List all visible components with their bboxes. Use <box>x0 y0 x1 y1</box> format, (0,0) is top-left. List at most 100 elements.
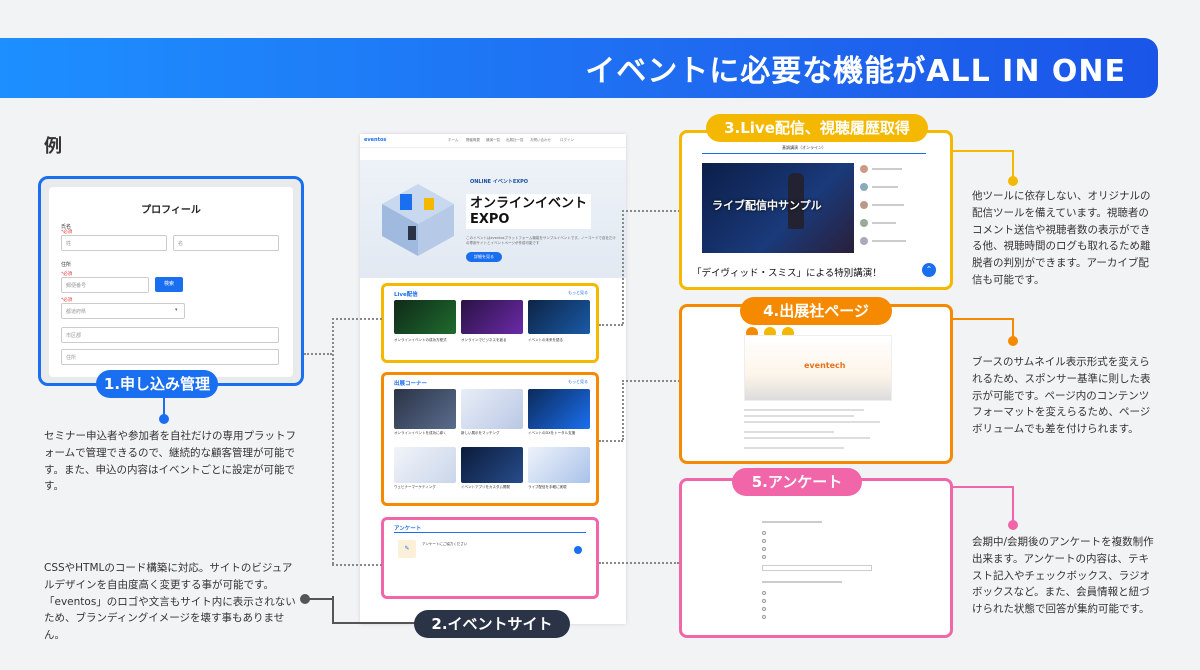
connector-dot <box>159 414 169 424</box>
nav-link[interactable]: ホーム <box>448 138 459 142</box>
survey-description: 会期中/会期後のアンケートを複数制作出来ます。アンケートの内容は、テキスト記入や… <box>972 536 1154 616</box>
live-thumbnail[interactable] <box>394 300 456 334</box>
nav-link[interactable]: ログイン <box>560 138 574 142</box>
hero-title-line: EXPO <box>470 211 510 227</box>
checkbox-option[interactable] <box>762 591 766 595</box>
radio-option[interactable] <box>762 539 766 543</box>
text-line <box>744 437 870 439</box>
exhibitor-page-description: ブースのサムネイル表示形式を変えられるため、スポンサー基準に則した表示が可能です… <box>972 356 1151 436</box>
checkbox-option[interactable] <box>762 615 766 619</box>
video-player[interactable]: ライブ配信中サンプル <box>702 163 854 253</box>
prefecture-select[interactable]: 都道府県 <box>61 303 185 319</box>
hero-title: オンラインイベント EXPO <box>466 194 592 230</box>
exhibitor-caption: オンラインイベントを成功に導く <box>394 431 447 435</box>
radio-option[interactable] <box>762 531 766 535</box>
connector-dotted <box>622 380 624 440</box>
live-thumbnail[interactable] <box>528 300 590 334</box>
connector-dot <box>1008 336 1018 346</box>
live-caption: オンラインイベントの成功方程式 <box>394 338 447 342</box>
checkbox-option[interactable] <box>762 599 766 603</box>
chevron-down-icon: ▾ <box>175 307 178 313</box>
isometric-booth-illustration <box>382 184 454 256</box>
radio-option[interactable] <box>762 555 766 559</box>
connector-dotted <box>332 318 382 320</box>
name-label: 氏名 <box>61 224 72 230</box>
section-heading: 出展コーナー <box>394 381 428 387</box>
city-input[interactable]: 市区郡 <box>61 327 279 343</box>
connector-dot <box>1008 176 1018 186</box>
live-streaming-label: 3.Live配信、視聴履歴取得 <box>706 114 928 142</box>
hero-button[interactable]: 詳細を見る <box>466 252 502 262</box>
avatar <box>860 165 868 173</box>
survey-icon: ✎ <box>398 540 416 558</box>
avatar <box>860 237 868 245</box>
text-line <box>744 447 844 449</box>
application-management-panel: プロフィール 氏名 *必須 姓 名 住所 *必須 郵便番号 検索 *必須 都道府… <box>38 176 304 386</box>
survey-text: アンケートにご協力ください <box>422 542 468 546</box>
first-name-input[interactable]: 名 <box>173 235 279 251</box>
nav-link[interactable]: お問い合わせ <box>530 138 551 142</box>
live-caption: イベントの未来を語る <box>528 338 563 342</box>
connector-dotted <box>332 564 382 566</box>
connector-dotted <box>304 353 332 355</box>
stream-tab[interactable]: 基調講演（オンライン） <box>782 145 826 150</box>
connector-line <box>332 622 416 624</box>
connector-dot <box>300 594 310 604</box>
text-answer-input[interactable] <box>762 565 872 571</box>
live-streaming-panel: 基調講演（オンライン） ライブ配信中サンプル 「デイヴィッド・スミス」による特別… <box>679 130 953 290</box>
last-name-input[interactable]: 姓 <box>61 235 167 251</box>
avatar <box>860 219 868 227</box>
exhibitor-caption: ウェビナーマーケティング <box>394 485 436 489</box>
avatar <box>860 201 868 209</box>
chevron-up-icon[interactable]: ⌃ <box>922 263 936 277</box>
live-thumbnail[interactable] <box>461 300 523 334</box>
form-title: プロフィール <box>141 205 201 216</box>
exhibitor-banner[interactable] <box>744 335 892 401</box>
nav-link[interactable]: 講演一覧 <box>486 138 500 142</box>
section-heading: アンケート <box>394 526 422 532</box>
live-streaming-description: 他ツールに依存しない、オリジナルの配信ツールを備えています。視聴者のコメント送信… <box>972 190 1151 286</box>
survey-panel <box>679 478 953 638</box>
connector-line <box>163 398 165 416</box>
address-search-button[interactable]: 検索 <box>155 277 183 292</box>
connector-dotted <box>622 210 624 324</box>
exhibitor-thumbnail[interactable] <box>394 389 456 429</box>
connector-line <box>306 598 334 600</box>
exhibitor-thumbnail[interactable] <box>461 389 523 429</box>
live-section: Live配信 もっと見る オンラインイベントの成功方程式 オンラインでビジネスを… <box>381 283 599 363</box>
exhibitor-caption: イベントアプリをカスタム開発 <box>461 485 510 489</box>
nav-link[interactable]: 出展社一覧 <box>506 138 524 142</box>
exhibitor-page-label: 4.出展社ページ <box>740 297 892 325</box>
question-text <box>762 521 822 523</box>
avatar <box>860 183 868 191</box>
text-line <box>744 409 864 411</box>
exhibitor-thumbnail[interactable] <box>528 389 590 429</box>
postal-code-input[interactable]: 郵便番号 <box>61 277 149 293</box>
connector-dot <box>1008 520 1018 530</box>
connector-line <box>1012 318 1014 340</box>
exhibitor-thumbnail[interactable] <box>461 447 523 483</box>
checkbox-option[interactable] <box>762 607 766 611</box>
required-mark: *必須 <box>61 272 73 277</box>
site-logo: eventos <box>364 137 387 143</box>
more-link[interactable]: もっと見る <box>568 379 588 384</box>
required-mark: *必須 <box>61 230 73 235</box>
site-nav: eventos ホーム 開催概要 講演一覧 出展社一覧 お問い合わせ ログイン <box>360 134 626 148</box>
street-input[interactable]: 住所 <box>61 349 279 365</box>
connector-dotted <box>332 318 334 564</box>
exhibitor-thumbnail[interactable] <box>394 447 456 483</box>
hero-brand: ONLINE イベントEXPO <box>470 179 529 185</box>
application-management-label: 1.申し込み管理 <box>96 370 218 398</box>
connector-dotted <box>622 210 680 212</box>
exhibitor-caption: 新しい展示をマッチング <box>461 431 500 435</box>
text-line <box>744 415 854 417</box>
exhibitor-thumbnail[interactable] <box>528 447 590 483</box>
radio-option[interactable] <box>762 547 766 551</box>
connector-line <box>1012 486 1014 524</box>
nav-link[interactable]: 開催概要 <box>466 138 480 142</box>
application-management-description: セミナー申込者や参加者を自社だけの専用プラットフォームで管理できるので、継続的な… <box>44 430 296 493</box>
chat-message <box>872 168 902 170</box>
more-link[interactable]: もっと見る <box>568 290 588 295</box>
site-hero: ONLINE イベントEXPO オンラインイベント EXPO このイベントはev… <box>360 160 626 278</box>
survey-open-button[interactable] <box>574 546 582 554</box>
